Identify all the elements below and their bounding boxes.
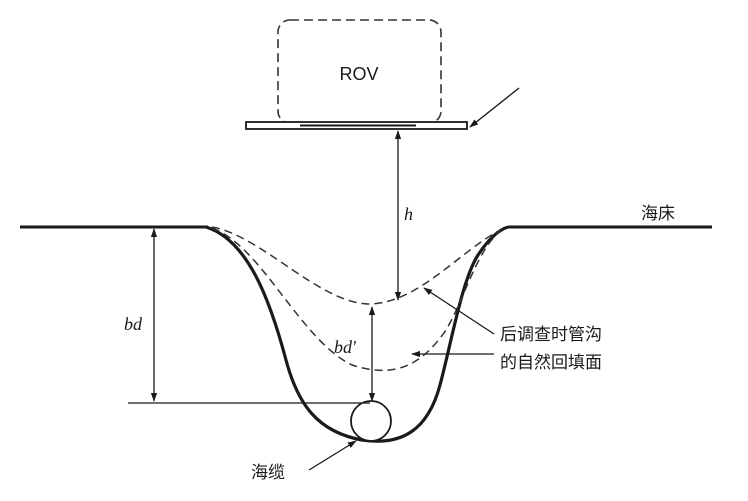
bd-label: bd	[124, 314, 143, 334]
cable-label: 海缆	[251, 463, 285, 482]
backfill-surface-upper	[211, 226, 503, 305]
backfill-pointer-upper	[423, 287, 495, 335]
backfill-surface-lower	[211, 227, 501, 372]
plate-pointer-arrow	[469, 87, 520, 128]
trench-profile	[205, 225, 509, 443]
bd-prime-label: bd'	[334, 337, 357, 357]
rov-label: ROV	[339, 64, 378, 84]
subsea-cable	[350, 400, 392, 442]
seabed-label: 海床	[641, 204, 675, 223]
backfill-note-line1: 后调查时管沟	[500, 325, 602, 344]
backfill-note-line2: 的自然回填面	[500, 353, 602, 372]
cable-pointer-arrow	[308, 440, 357, 471]
h-label: h	[404, 204, 413, 224]
